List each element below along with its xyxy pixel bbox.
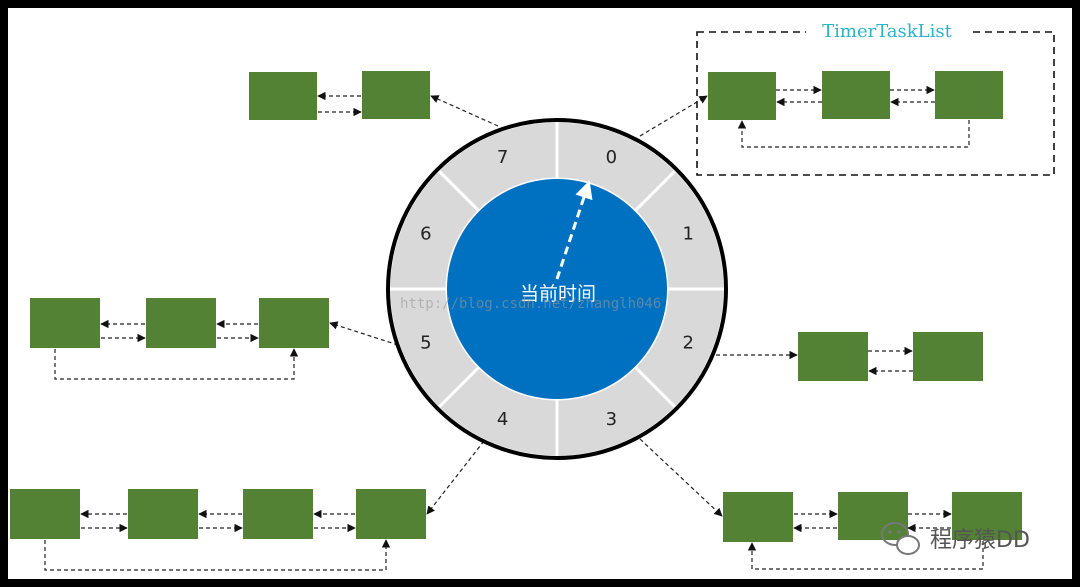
task-box [249, 72, 317, 120]
wheel-slot-label: 6 [420, 224, 431, 245]
wheel-slot-label: 7 [497, 147, 508, 168]
wheel-hub [447, 179, 667, 399]
task-list-0 [708, 71, 1003, 148]
wheel-slot-label: 4 [497, 409, 508, 430]
task-list-3 [723, 492, 1022, 570]
task-box [935, 71, 1003, 119]
current-time-pointer [555, 180, 593, 280]
task-box [913, 332, 983, 381]
task-list-2 [798, 332, 983, 381]
task-box [243, 489, 313, 539]
wheel-outer-ring [386, 118, 728, 460]
task-box [822, 71, 890, 119]
task-box [259, 298, 329, 348]
timing-wheel: 0 1 2 3 4 5 6 7 当前时间 [386, 118, 728, 460]
timer-task-list-group: TimerTaskList [696, 20, 1055, 176]
task-box [356, 489, 426, 539]
task-box [952, 492, 1022, 540]
wheel-slot-label: 0 [606, 147, 617, 168]
task-box [30, 298, 100, 348]
diagram-canvas: TimerTaskList [8, 8, 1072, 579]
wheel-slot-label: 2 [682, 332, 693, 353]
brand-name: 程序猿DD [930, 528, 1030, 553]
brand-badge: 程序猿DD [881, 522, 1030, 555]
task-box [146, 298, 216, 348]
group-title: TimerTaskList [822, 21, 953, 42]
task-list-7 [249, 71, 430, 120]
watermark-text: http://blog.csdn.net/zhanglh046 [400, 296, 661, 312]
wechat-icon [881, 522, 920, 555]
task-box [362, 71, 430, 119]
task-list-5 [30, 298, 329, 380]
task-box [708, 72, 776, 120]
wheel-slot-label: 1 [682, 224, 693, 245]
task-box [723, 492, 793, 542]
wheel-connectors [329, 95, 798, 517]
current-time-label: 当前时间 [520, 283, 596, 305]
task-box [798, 332, 868, 381]
wheel-slot-label: 3 [606, 409, 617, 430]
wheel-slot-label: 5 [420, 332, 431, 353]
task-box [128, 489, 198, 539]
task-box [10, 489, 80, 539]
task-box [838, 492, 908, 540]
task-list-4 [10, 489, 426, 571]
